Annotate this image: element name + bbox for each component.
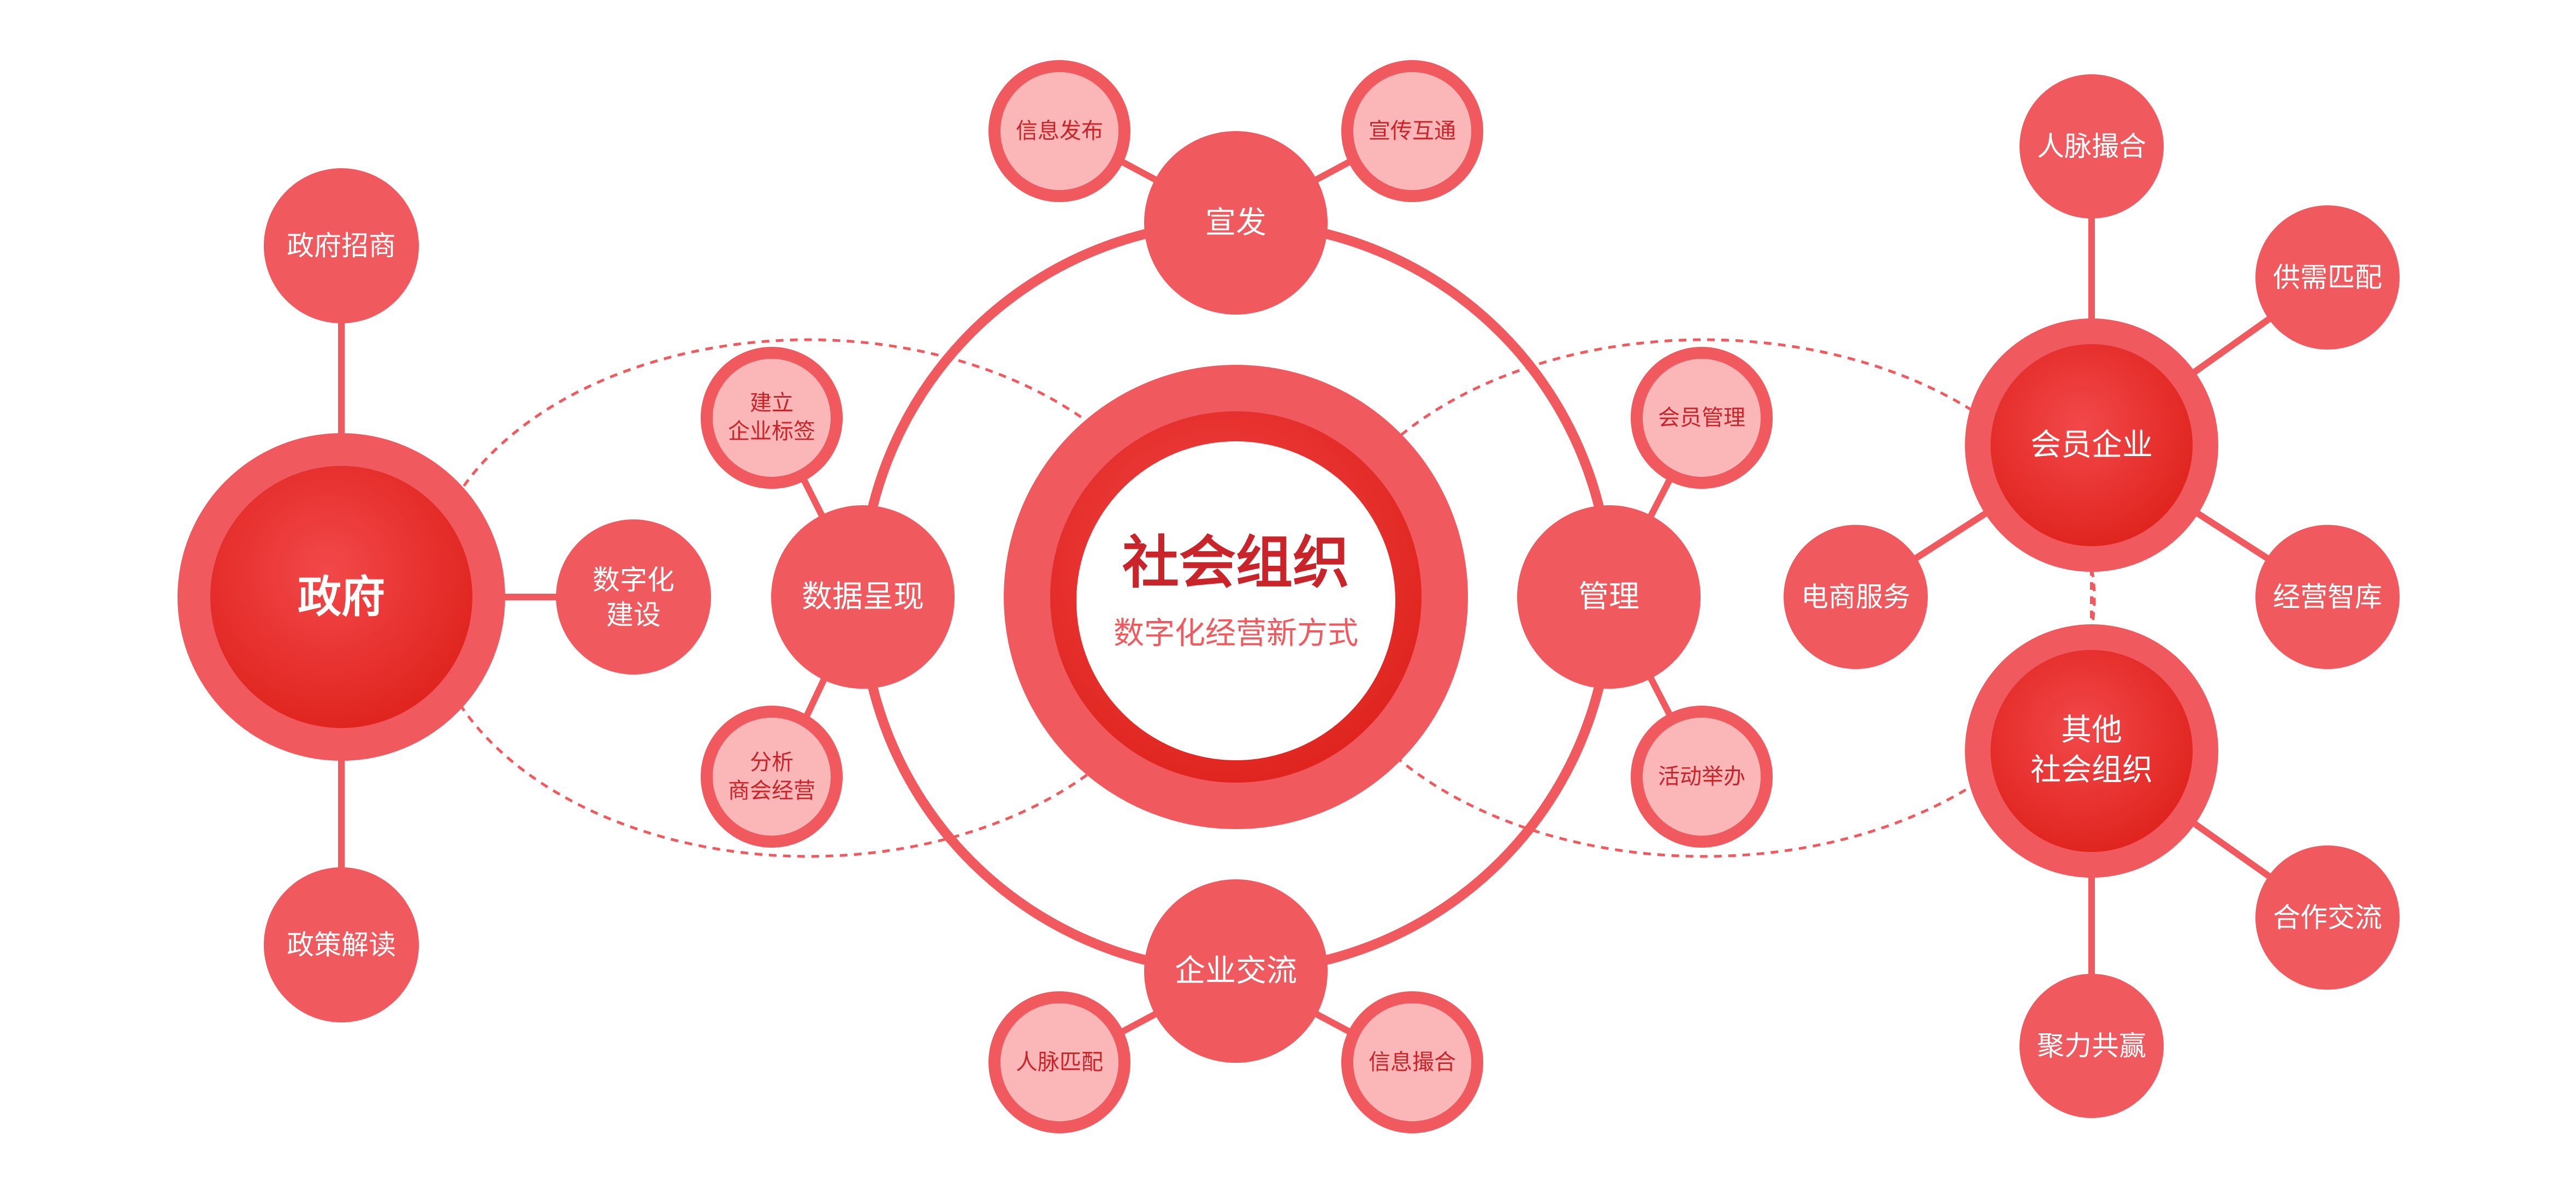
sub-event-hosting-label: 活动举办 <box>1658 764 1745 789</box>
node-data-presentation[interactable]: 数据呈现 <box>771 505 955 689</box>
sub-contact-match[interactable]: 人脉匹配 <box>988 991 1130 1133</box>
sub-contact-match-label: 人脉匹配 <box>1016 1050 1103 1075</box>
sub-analyze-chamber-label-2: 商会经营 <box>728 778 815 803</box>
sub-info-publish[interactable]: 信息发布 <box>988 60 1130 202</box>
node-publicity[interactable]: 宣发 <box>1144 131 1328 315</box>
sub-build-tags-label-1: 建立 <box>750 391 793 416</box>
center-title: 社会组织 <box>1122 529 1349 596</box>
member-branch-think-tank-label: 经营智库 <box>2273 581 2382 613</box>
gov-branch-policy[interactable]: 政策解读 <box>264 867 419 1022</box>
node-government-label: 政府 <box>298 572 385 623</box>
gov-branch-investment-label: 政府招商 <box>287 230 396 262</box>
member-branch-ecommerce[interactable]: 电商服务 <box>1784 525 1928 669</box>
node-member-enterprise[interactable]: 会员企业 <box>1965 318 2218 572</box>
member-branch-supply-demand[interactable]: 供需匹配 <box>2255 205 2400 350</box>
sub-info-match[interactable]: 信息撮合 <box>1341 991 1483 1133</box>
sub-member-management-label: 会员管理 <box>1658 405 1745 430</box>
node-other-org-label-2: 社会组织 <box>2030 753 2153 788</box>
sub-member-management[interactable]: 会员管理 <box>1631 347 1773 489</box>
other-branch-win-win-label: 聚力共赢 <box>2037 1030 2146 1062</box>
member-branch-supply-demand-label: 供需匹配 <box>2273 262 2382 293</box>
member-branch-think-tank[interactable]: 经营智库 <box>2255 525 2400 669</box>
sub-info-publish-label: 信息发布 <box>1016 119 1103 144</box>
gov-branch-investment[interactable]: 政府招商 <box>264 168 419 323</box>
member-branch-contacts-label: 人脉撮合 <box>2037 131 2146 162</box>
gov-branch-digital-build-label-2: 建设 <box>606 599 661 631</box>
center-node: 社会组织 数字化经营新方式 <box>1004 365 1468 829</box>
sub-event-hosting[interactable]: 活动举办 <box>1631 706 1773 848</box>
node-data-presentation-label: 数据呈现 <box>802 579 924 615</box>
node-management-label: 管理 <box>1578 579 1639 615</box>
gov-branch-policy-label: 政策解读 <box>287 929 396 961</box>
other-branch-win-win[interactable]: 聚力共赢 <box>2020 974 2164 1118</box>
node-member-enterprise-label: 会员企业 <box>2030 428 2153 463</box>
node-government[interactable]: 政府 <box>177 433 505 761</box>
sub-analyze-chamber-label-1: 分析 <box>750 750 793 775</box>
center-subtitle: 数字化经营新方式 <box>1114 616 1358 652</box>
other-branch-cooperation-label: 合作交流 <box>2273 902 2382 933</box>
member-branch-ecommerce-label: 电商服务 <box>1801 581 1910 613</box>
gov-branch-digital-build[interactable]: 数字化 建设 <box>556 519 711 675</box>
sub-build-tags[interactable]: 建立 企业标签 <box>701 347 843 489</box>
other-branch-cooperation[interactable]: 合作交流 <box>2255 845 2400 990</box>
node-other-org[interactable]: 其他 社会组织 <box>1965 624 2218 878</box>
sub-promo-exchange-label: 宣传互通 <box>1369 119 1456 144</box>
member-branch-contacts[interactable]: 人脉撮合 <box>2020 74 2164 218</box>
sub-build-tags-label-2: 企业标签 <box>728 419 815 444</box>
node-enterprise-exchange-label: 企业交流 <box>1175 954 1297 989</box>
gov-branch-digital-build-label-1: 数字化 <box>593 564 674 596</box>
node-publicity-label: 宣发 <box>1205 205 1266 241</box>
node-management[interactable]: 管理 <box>1517 505 1701 689</box>
node-other-org-label-1: 其他 <box>2061 713 2122 748</box>
sub-info-match-label: 信息撮合 <box>1369 1050 1456 1075</box>
sub-promo-exchange[interactable]: 宣传互通 <box>1341 60 1483 202</box>
sub-analyze-chamber[interactable]: 分析 商会经营 <box>701 706 843 848</box>
node-enterprise-exchange[interactable]: 企业交流 <box>1144 879 1328 1063</box>
